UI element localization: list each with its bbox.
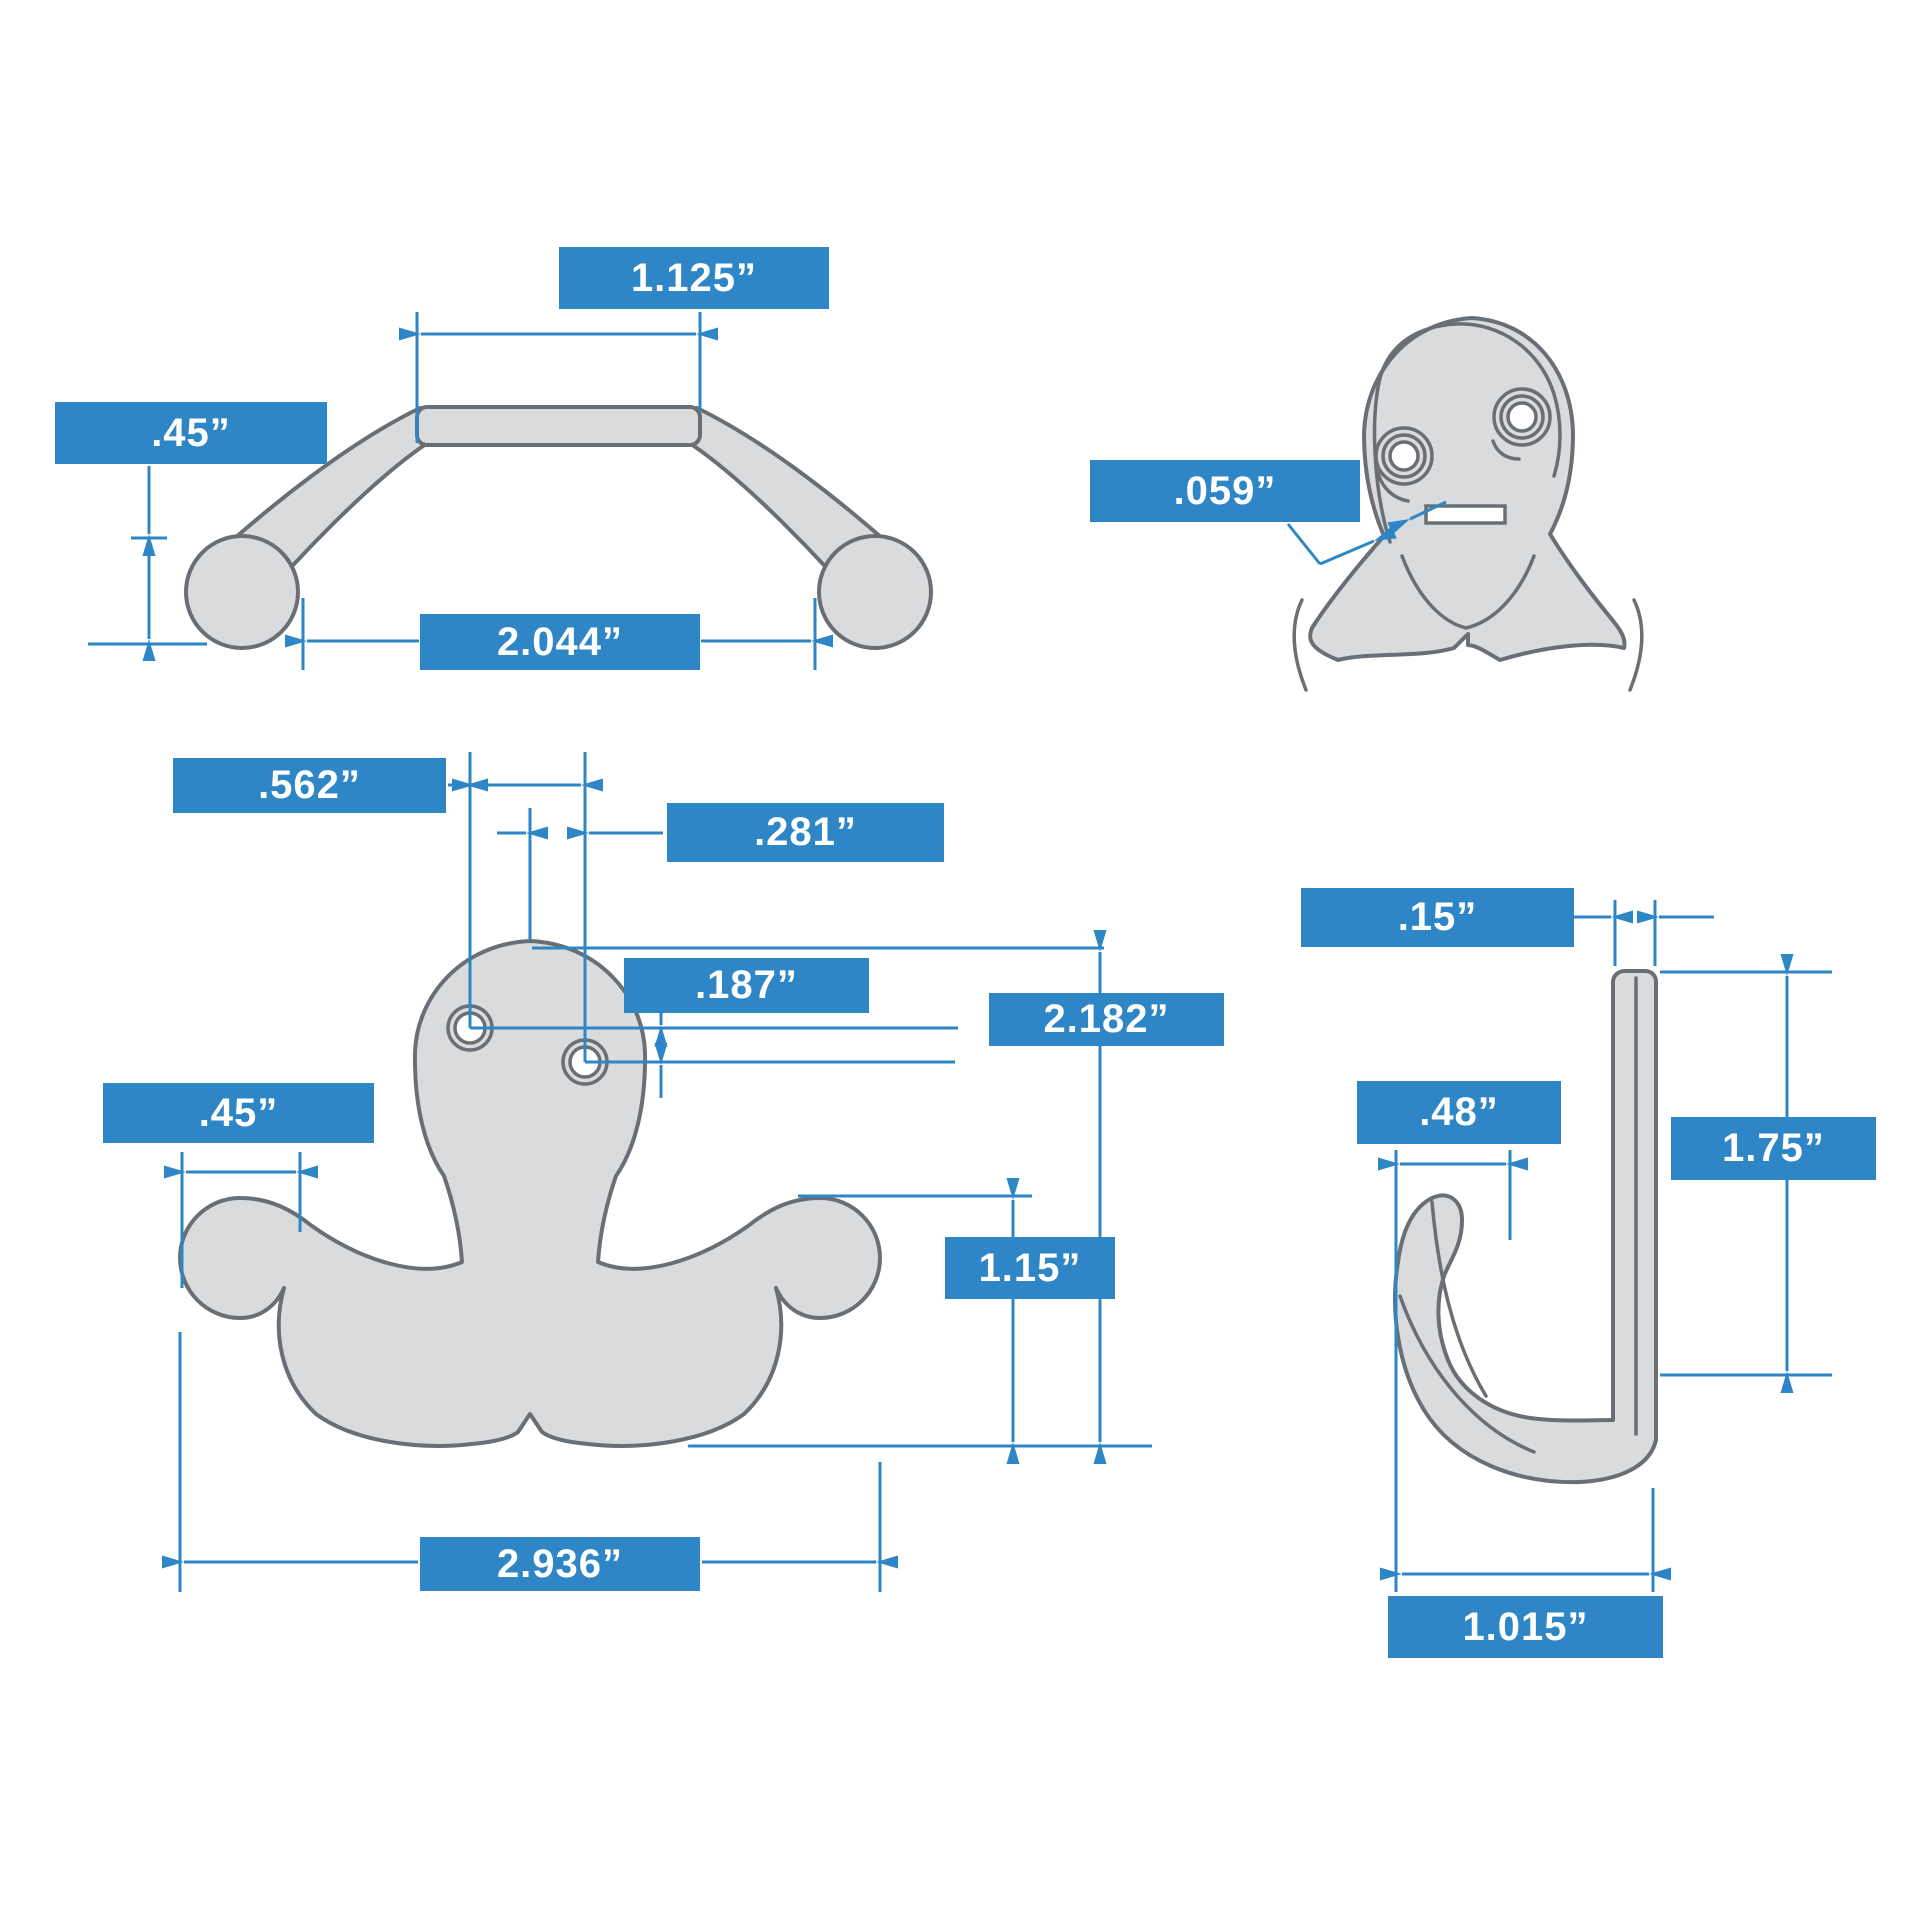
dim-label-rear-material-thickness: .059” (1090, 460, 1360, 522)
rear-view-left-screw-hole-ring (1374, 426, 1434, 486)
top-view-left-knob (184, 534, 300, 650)
dim-label-top-knob-drop: .45” (55, 402, 327, 464)
rear-view-legs-inner-contour (1400, 554, 1536, 630)
dim-label-side-overall-depth: 1.015” (1388, 1596, 1663, 1658)
rear-view-right-screw-hole (1506, 401, 1538, 433)
dim-label-front-overall-height: 2.182” (989, 993, 1224, 1046)
dim-label-top-bar-width: 1.125” (559, 247, 829, 309)
front-view-dimensions (162, 752, 1152, 1592)
front-view-body (178, 939, 882, 1448)
dim-label-side-plate-height: 1.75” (1671, 1117, 1876, 1180)
dim-label-front-hook-height: 1.15” (945, 1237, 1115, 1299)
side-view-shape (1393, 969, 1658, 1485)
side-view-hook-shading-line-2 (1398, 1294, 1536, 1454)
rear-view-dimensions (1286, 500, 1447, 566)
rear-view-thickness-contour (1372, 322, 1562, 544)
dim-label-top-knob-spacing: 2.044” (420, 614, 700, 670)
dim-label-front-tip-width: .45” (103, 1083, 374, 1143)
rear-view-right-hole-curl (1491, 439, 1521, 461)
dim-label-side-plate-thickness: .15” (1301, 888, 1574, 947)
rear-view-shape (1292, 316, 1644, 692)
top-view-bar (415, 405, 702, 447)
rear-view-left-hole-curl (1375, 466, 1410, 503)
rear-view-left-screw-hole-ring2 (1381, 433, 1427, 479)
side-view-body (1393, 969, 1658, 1485)
rear-view-right-screw-hole-ring (1492, 387, 1552, 447)
top-view-dimensions (88, 312, 833, 670)
rear-view-slot (1424, 504, 1507, 525)
rear-view-left-screw-hole (1388, 440, 1420, 472)
dim-label-front-hole-vertical-offset: .187” (624, 958, 869, 1013)
rear-view-right-hook-tip-line (1628, 598, 1644, 692)
dim-label-front-hole-to-center: .281” (667, 803, 944, 862)
front-view-shape (178, 939, 882, 1448)
top-view-shape (184, 405, 933, 650)
rear-view-left-hook-tip-line (1292, 598, 1308, 692)
dim-label-front-overall-width: 2.936” (420, 1537, 700, 1591)
side-view-hook-shading-line-1 (1430, 1200, 1488, 1398)
dim-label-front-hole-span: .562” (173, 758, 446, 813)
rear-view-right-screw-hole-ring2 (1499, 394, 1545, 440)
top-view-right-knob (817, 534, 933, 650)
dim-label-side-hook-depth: .48” (1357, 1081, 1561, 1144)
